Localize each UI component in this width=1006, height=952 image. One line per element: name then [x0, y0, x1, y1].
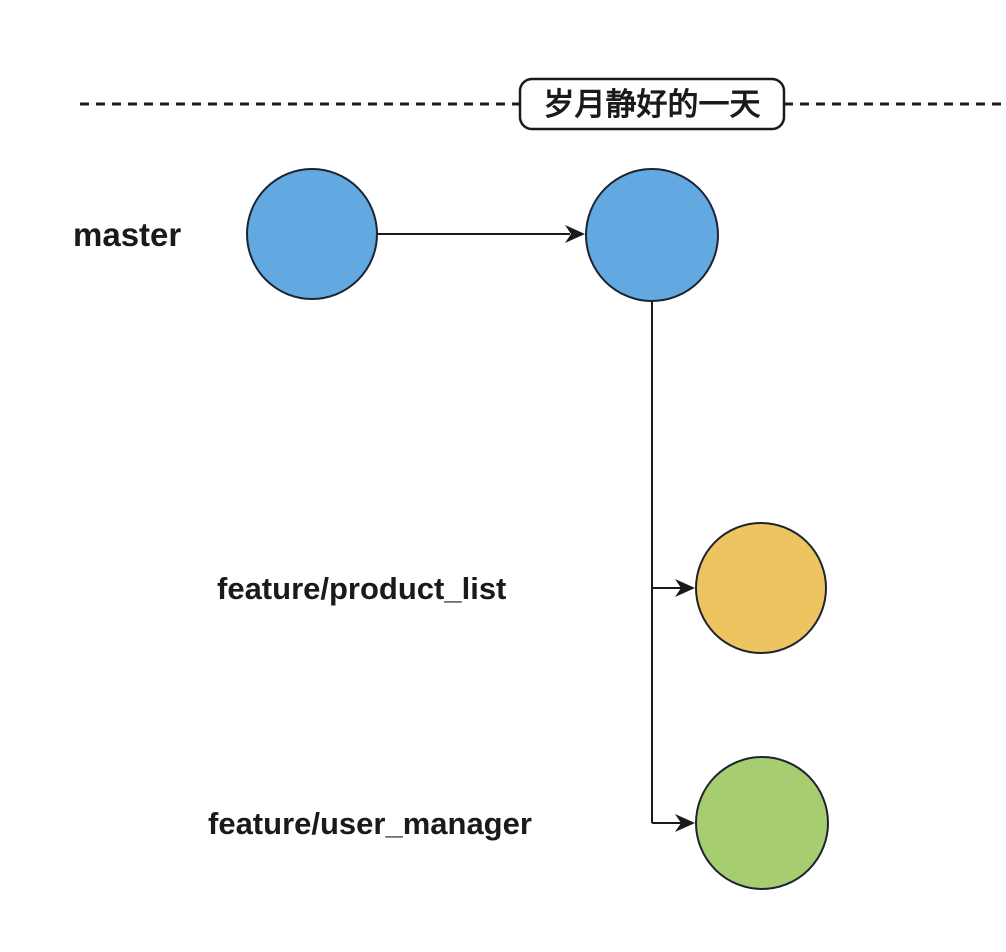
user-manager-commit-node [695, 756, 829, 890]
master-commit-node-1 [246, 168, 378, 300]
user-manager-branch-label: feature/user_manager [208, 806, 532, 841]
timeline-label-box [518, 77, 786, 131]
user-manager-arrowhead-icon [675, 814, 695, 832]
product-list-commit-node [695, 522, 827, 654]
product-list-branch-label: feature/product_list [217, 571, 506, 606]
master-commit-node-2 [585, 168, 719, 302]
timeline-label: 岁月静好的一天 [544, 87, 761, 122]
master-commit-arrowhead-icon [565, 225, 585, 243]
master-branch-label: master [73, 216, 181, 253]
product-list-arrowhead-icon [675, 579, 695, 597]
